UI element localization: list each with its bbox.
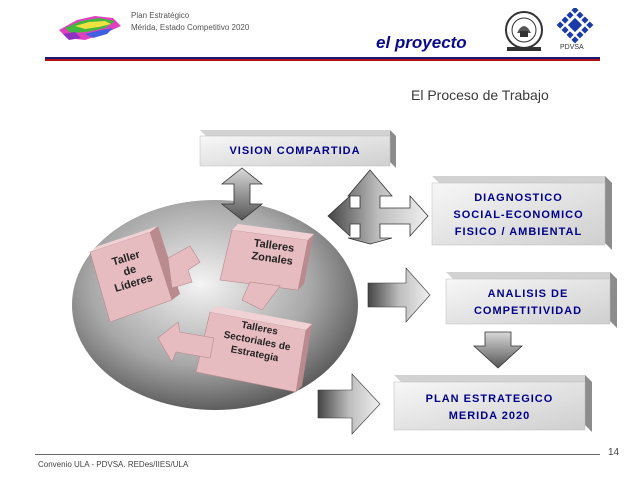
analisis-line2: COMPETITIVIDAD (473, 305, 583, 317)
pdvsa-logo-icon (556, 8, 594, 44)
page-number: 14 (608, 447, 620, 458)
vision-box (199, 135, 391, 167)
plan-box (393, 381, 586, 431)
section-title: el proyecto (376, 33, 467, 52)
vision-double-arrow (220, 167, 264, 221)
arrow-to-plan (472, 331, 524, 369)
analisis-line1: ANALISIS DE (487, 288, 569, 300)
talleres-zonales-shape (219, 224, 314, 311)
taller-lideres-shape (89, 226, 201, 323)
plan-line1: PLAN ESTRATEGICO (425, 393, 554, 405)
analisis-box (445, 278, 611, 325)
plan-line2: MERIDA 2020 (448, 410, 531, 422)
diagnostico-line3: FISICO / AMBIENTAL (454, 226, 583, 238)
pdvsa-logo-text: PDVSA (560, 44, 584, 51)
header-line2: Mérida, Estado Competitivo 2020 (131, 23, 250, 32)
page-subtitle: El Proceso de Trabajo (411, 87, 549, 103)
vision-box-top (200, 130, 396, 136)
ula-seal-icon (505, 11, 543, 51)
header-rule (45, 57, 600, 59)
vision-box-side (390, 130, 396, 168)
header-rule-red (45, 59, 600, 61)
vision-label: VISION COMPARTIDA (229, 145, 361, 157)
four-way-arrow (327, 169, 429, 245)
header-line1: Plan Estratégico (131, 11, 190, 20)
diagnostico-box (431, 182, 606, 246)
footer-text: Convenio ULA - PDVSA. REDes/IIES/ULA (38, 460, 189, 469)
plan-label: PLAN ESTRATEGICO MERIDA 2020 (394, 391, 585, 425)
plan-logo-icon (59, 16, 121, 40)
diagnostico-line2: SOCIAL-ECONOMICO (453, 209, 584, 221)
diagnostico-label: DIAGNOSTICO SOCIAL-ECONOMICO FISICO / AM… (432, 190, 605, 241)
analisis-label: ANALISIS DE COMPETITIVIDAD (446, 286, 610, 320)
talleres-sectoriales-shape (157, 306, 312, 393)
footer-rule (35, 454, 600, 455)
arrow-to-analisis (367, 267, 431, 323)
arrow-ellipse-to-plan (317, 373, 381, 435)
diagnostico-line1: DIAGNOSTICO (474, 192, 563, 204)
